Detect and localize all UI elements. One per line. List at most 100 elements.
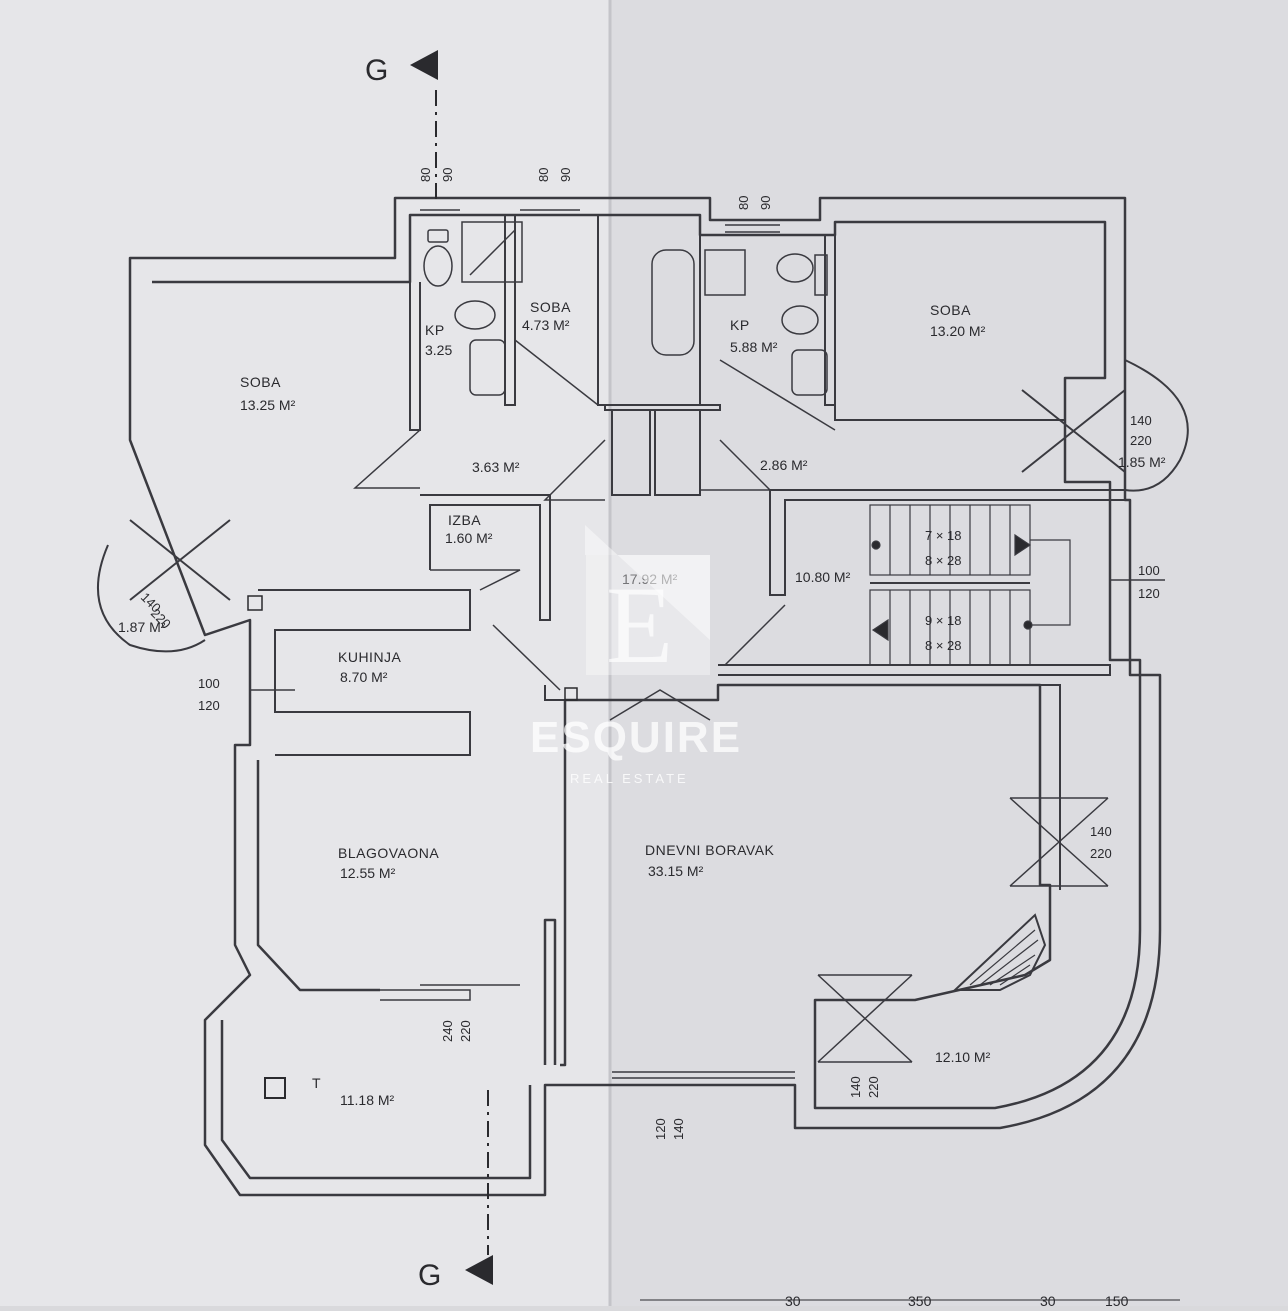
- label-bath-right-name: KP: [730, 317, 750, 333]
- window-symbols: [250, 209, 1165, 1079]
- paper-left: [0, 0, 610, 1306]
- kitchen-counters: [258, 589, 471, 756]
- stair-labels: 7 × 18 8 × 28 9 × 18 8 × 28: [925, 528, 962, 653]
- paper-right: [610, 0, 1288, 1306]
- door-soba-right: [700, 439, 772, 491]
- dim-bay-right-a: 140: [1130, 413, 1152, 428]
- door-bath-right: [719, 359, 836, 431]
- door-living: [609, 689, 711, 721]
- bottom-scale: 30 350 30 150: [640, 1293, 1180, 1309]
- label-kuhinja-area: 8.70 M²: [340, 669, 388, 685]
- watermark-letter: E: [606, 564, 673, 686]
- shaft-symbol-left: [247, 595, 263, 611]
- outer-wall-left-lower: [256, 760, 557, 1065]
- section-mark-bottom: G: [418, 1259, 441, 1292]
- dim-door-bottom-b: 140: [671, 1118, 686, 1140]
- dim-door-terr-b: 220: [866, 1076, 881, 1098]
- stair-arrow-upper: [1014, 533, 1032, 557]
- wall-corridor-post: [544, 685, 570, 701]
- shaft-symbol-center: [564, 687, 578, 701]
- sink-right: [704, 249, 746, 296]
- wc-right: [776, 253, 814, 283]
- basin-right: [791, 349, 828, 396]
- section-arrow-bottom-icon: [465, 1255, 493, 1285]
- scale-1: 30: [785, 1293, 801, 1306]
- door-hall: [543, 439, 606, 501]
- outer-wall-inner: [152, 213, 1142, 1110]
- stair-mark-upper: [871, 540, 881, 550]
- walls: [128, 196, 1162, 1197]
- room-labels: SOBA 13.25 M² KP 3.25 SOBA 4.73 M² KP 5.…: [118, 299, 1166, 1108]
- dim-w-top2-a: 80: [536, 168, 551, 182]
- door-corridor: [492, 604, 786, 691]
- scale-4: 150: [1105, 1293, 1129, 1306]
- section-mark-top: G: [365, 54, 388, 87]
- side-windows: [250, 579, 1165, 691]
- stair-upper-b: 8 × 28: [925, 553, 962, 568]
- bay-left-arc: [97, 544, 206, 653]
- door-soba-small: [514, 339, 599, 406]
- sink-left: [469, 339, 506, 396]
- section-arrow-top-icon: [410, 50, 438, 80]
- label-hall-right-area: 2.86 M²: [760, 457, 808, 473]
- living-window-cross: [1009, 797, 1109, 887]
- dim-door-bottom-a: 120: [653, 1118, 668, 1140]
- bay-right-cross: [1021, 389, 1126, 473]
- doors: [353, 339, 836, 721]
- label-bay-right-area: 1.85 M²: [1118, 454, 1166, 470]
- label-boravak-area: 33.15 M²: [648, 863, 704, 879]
- label-hall-left-area: 3.63 M²: [472, 459, 520, 475]
- wall-bath-sobasmall: [504, 215, 516, 406]
- wall-soba-right-bottom: [834, 405, 1065, 421]
- shower-line: [469, 229, 516, 276]
- section-line: G G: [365, 50, 493, 1292]
- watermark-brand: ESQUIRE: [530, 713, 742, 762]
- label-bath-right-area: 5.88 M²: [730, 339, 778, 355]
- watermark-sub: REAL ESTATE: [570, 771, 689, 786]
- watermark: E ESQUIRE REAL ESTATE: [530, 525, 742, 786]
- bathroom-fixtures: [423, 221, 828, 396]
- dim-w-top2-b: 90: [558, 168, 573, 182]
- stair-arrow-lower: [871, 618, 889, 642]
- scale-2: 350: [908, 1293, 932, 1306]
- bottom-door: [612, 1071, 795, 1079]
- dim-w-top3-a: 80: [736, 196, 751, 210]
- stair-upper-a: 7 × 18: [925, 528, 962, 543]
- wc-left: [423, 245, 453, 287]
- dim-w-top1-a: 80: [418, 168, 433, 182]
- label-bath-left-name: KP: [425, 322, 445, 338]
- bathtub: [651, 249, 695, 356]
- dim-w-top1-b: 90: [440, 168, 455, 182]
- dim-door-dining-a: 240: [440, 1020, 455, 1042]
- wall-soba-bath: [409, 282, 421, 431]
- interior-walls: [258, 215, 1126, 890]
- stair-treads-upper: [889, 505, 1011, 575]
- stair-treads-lower: [889, 590, 1011, 665]
- dim-living-win-a: 140: [1090, 824, 1112, 839]
- terrace-door-cross: [817, 974, 913, 1063]
- dim-stair-win-b: 120: [1138, 586, 1160, 601]
- door-izba: [430, 569, 521, 591]
- dim-bay-right-b: 220: [1130, 433, 1152, 448]
- shower-tray: [461, 221, 523, 283]
- dining-door: [380, 984, 520, 1001]
- stair-landing: [1030, 539, 1071, 626]
- terrace-left-outline: [220, 1020, 532, 1180]
- wall-bath-right: [699, 235, 836, 406]
- label-kuhinja-name: KUHINJA: [338, 649, 402, 665]
- stair-lower-a: 9 × 18: [925, 613, 962, 628]
- label-bay-left-area: 1.87 M²: [118, 619, 166, 635]
- scale-3: 30: [1040, 1293, 1056, 1306]
- label-soba-small-area: 4.73 M²: [522, 317, 570, 333]
- label-soba-right-name: SOBA: [930, 302, 971, 318]
- outer-wall-outer: [128, 196, 1162, 1197]
- stair-lower-b: 8 × 28: [925, 638, 962, 653]
- label-corridor-area: 17.92 M²: [622, 571, 678, 587]
- label-soba-small-name: SOBA: [530, 299, 571, 315]
- dim-w-top3-b: 90: [758, 196, 773, 210]
- label-soba-right-area: 13.20 M²: [930, 323, 986, 339]
- shaft: [611, 410, 701, 496]
- label-boravak-name: DNEVNI BORAVAK: [645, 842, 775, 858]
- dim-kitchen-win-a: 100: [198, 676, 220, 691]
